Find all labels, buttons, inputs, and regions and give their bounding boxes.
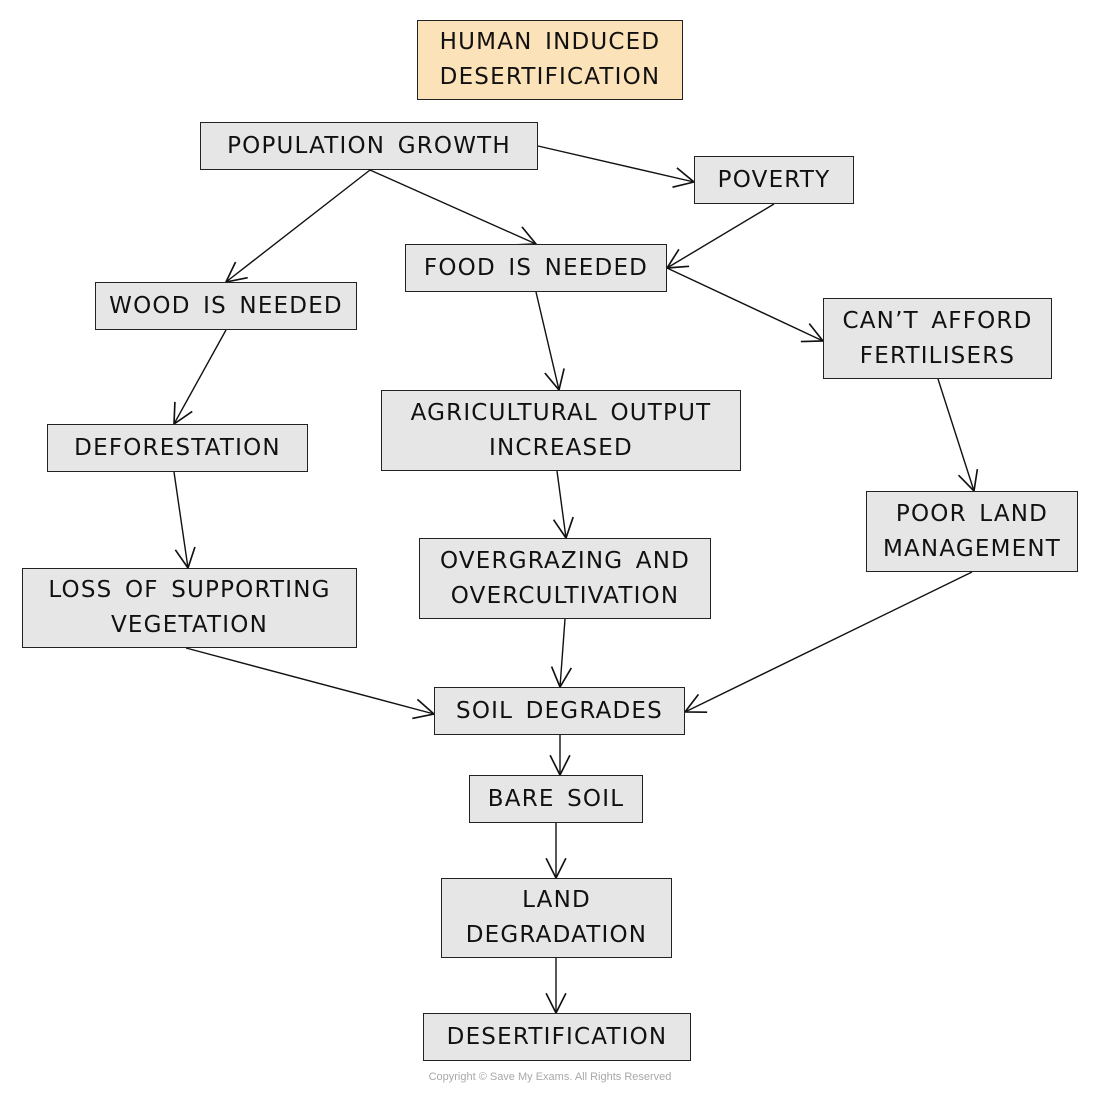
node-poor-land-management: POOR LAND MANAGEMENT bbox=[866, 491, 1078, 572]
arrow-agri-to-overgrazing bbox=[557, 470, 566, 538]
arrow-fertilisers-to-poorland bbox=[937, 378, 974, 491]
node-overgrazing: OVERGRAZING AND OVERCULTIVATION bbox=[419, 538, 711, 619]
arrow-overgrazing-to-soil bbox=[560, 618, 565, 687]
arrow-deforestation-to-loss bbox=[173, 471, 188, 568]
arrow-population-to-wood bbox=[226, 169, 371, 282]
arrow-food-to-agri bbox=[535, 291, 559, 390]
arrow-poorland-to-soil bbox=[685, 571, 973, 712]
node-soil-degrades: SOIL DEGRADES bbox=[434, 687, 685, 735]
node-bare-soil: BARE SOIL bbox=[469, 775, 643, 823]
node-loss-of-vegetation: LOSS OF SUPPORTING VEGETATION bbox=[22, 568, 357, 648]
node-wood-is-needed: WOOD IS NEEDED bbox=[95, 282, 357, 330]
arrow-wood-to-deforestation bbox=[174, 329, 227, 424]
arrow-loss-to-soil bbox=[185, 647, 434, 714]
node-food-is-needed: FOOD IS NEEDED bbox=[405, 244, 667, 292]
arrow-population-to-poverty bbox=[537, 145, 694, 182]
arrow-poverty-to-food bbox=[667, 203, 775, 268]
arrow-food-to-fertilisers bbox=[666, 267, 823, 341]
arrow-population-to-food bbox=[369, 169, 536, 244]
node-deforestation: DEFORESTATION bbox=[47, 424, 308, 472]
node-land-degradation: LAND DEGRADATION bbox=[441, 878, 672, 958]
node-population-growth: POPULATION GROWTH bbox=[200, 122, 538, 170]
node-desertification: DESERTIFICATION bbox=[423, 1013, 691, 1061]
title-box: HUMAN INDUCED DESERTIFICATION bbox=[417, 20, 683, 100]
copyright-text: Copyright © Save My Exams. All Rights Re… bbox=[428, 1071, 672, 1083]
node-poverty: POVERTY bbox=[694, 156, 854, 204]
node-agricultural-output: AGRICULTURAL OUTPUT INCREASED bbox=[381, 390, 741, 471]
node-cant-afford-fertilisers: CAN’T AFFORD FERTILISERS bbox=[823, 298, 1052, 379]
